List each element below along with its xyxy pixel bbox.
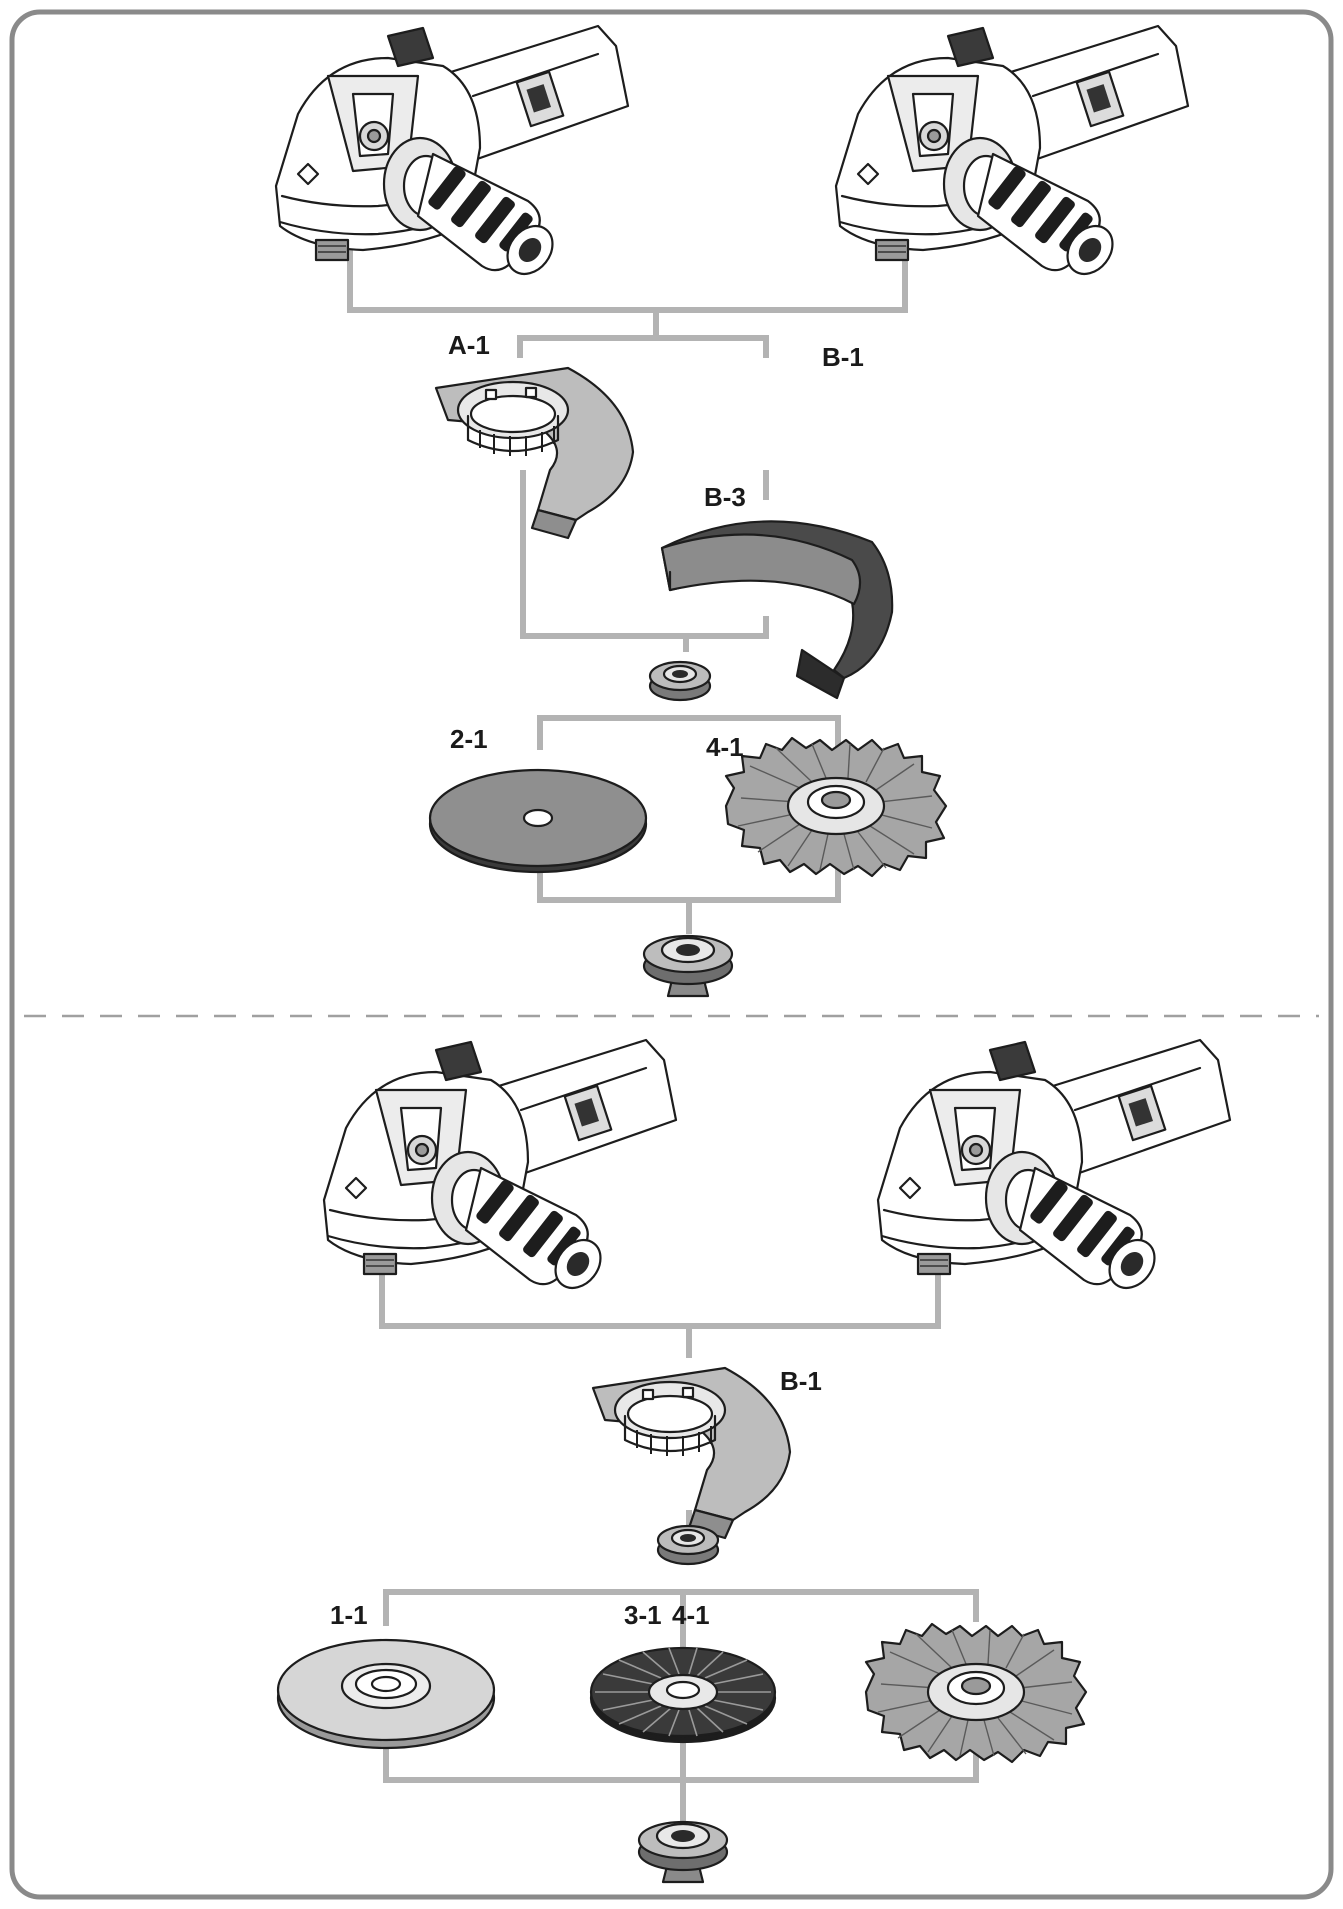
label-3-1: 3-1 xyxy=(624,1600,662,1630)
clamp-nut-icon xyxy=(642,934,734,998)
label-1-1: 1-1 xyxy=(330,1600,368,1630)
top-connectors xyxy=(347,250,908,934)
clamp-nut-icon xyxy=(637,1820,729,1884)
cutting-disc-icon xyxy=(428,768,648,874)
angle-grinder-icon xyxy=(322,1038,678,1298)
label-4-1-top: 4-1 xyxy=(706,732,744,762)
label-2-1: 2-1 xyxy=(450,724,488,754)
flange-icon xyxy=(648,660,712,702)
label-b3: B-3 xyxy=(704,482,746,512)
label-4-1-bottom: 4-1 xyxy=(672,1600,710,1630)
angle-grinder-icon xyxy=(274,24,630,284)
angle-grinder-icon xyxy=(834,24,1190,284)
grinding-disc-icon xyxy=(276,1638,496,1750)
flap-disc-icon xyxy=(589,1646,777,1744)
label-b1-bottom: B-1 xyxy=(780,1366,822,1396)
outer-frame xyxy=(9,9,1334,1900)
wire-brush-icon xyxy=(864,1622,1088,1764)
wheel-guard-icon xyxy=(434,366,635,540)
label-b1-top: B-1 xyxy=(822,342,864,372)
flange-icon xyxy=(656,1524,720,1566)
label-a1: A-1 xyxy=(448,330,490,360)
angle-grinder-icon xyxy=(876,1038,1232,1298)
wire-brush-icon xyxy=(724,736,948,878)
